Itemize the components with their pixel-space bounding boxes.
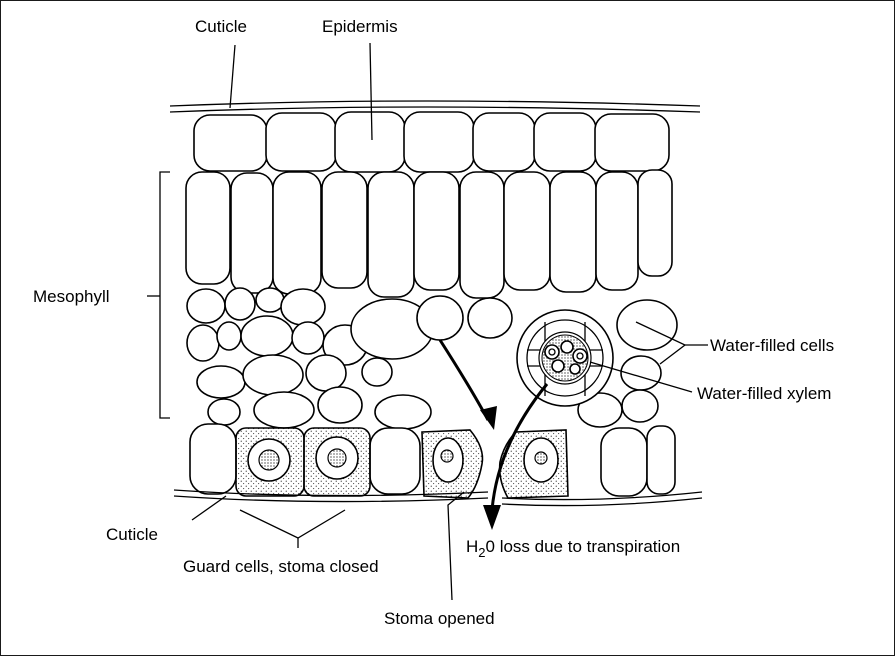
label-stoma-opened: Stoma opened bbox=[384, 609, 495, 628]
arrow-head-down-icon bbox=[480, 406, 497, 430]
label-water-filled-xylem: Water-filled xylem bbox=[697, 384, 831, 403]
xylem-bundle bbox=[517, 310, 613, 406]
label-h2o-subscript: 2 bbox=[478, 545, 485, 560]
label-h2o-loss: H20 loss due to transpiration bbox=[466, 537, 680, 560]
mesophyll-bracket bbox=[147, 172, 170, 418]
label-mesophyll: Mesophyll bbox=[33, 287, 110, 306]
label-cuticle-bottom: Cuticle bbox=[106, 525, 158, 544]
label-water-filled-cells: Water-filled cells bbox=[710, 336, 834, 355]
label-guard-cells: Guard cells, stoma closed bbox=[183, 557, 379, 576]
label-h2o-h: H bbox=[466, 537, 478, 556]
label-h2o-rest: 0 loss due to transpiration bbox=[486, 537, 681, 556]
arrow-head-down-icon bbox=[483, 505, 501, 530]
palisade-mesophyll bbox=[186, 170, 672, 298]
label-epidermis: Epidermis bbox=[322, 17, 398, 36]
label-cuticle-top: Cuticle bbox=[195, 17, 247, 36]
top-cuticle bbox=[170, 101, 700, 112]
upper-epidermis bbox=[194, 112, 669, 172]
